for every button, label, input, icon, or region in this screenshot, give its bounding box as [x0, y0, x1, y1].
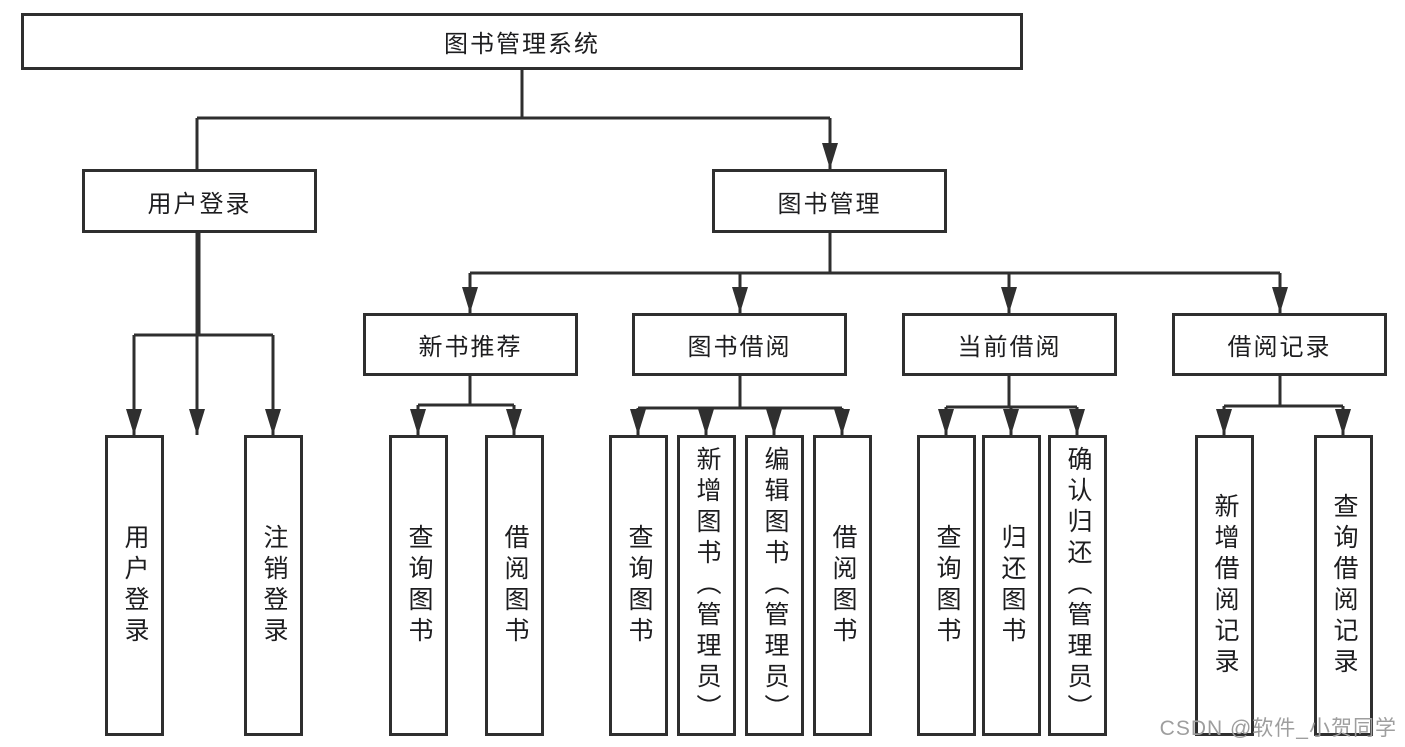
leaf-add-books-admin-label: 新增图书（管理员）: [693, 446, 721, 725]
leaf-logout: 注销登录: [244, 435, 303, 736]
node-user-login: 用户登录: [82, 169, 317, 233]
connector-new-book-recommend: [410, 376, 522, 435]
leaf-borrow-query-books: 查询图书: [609, 435, 668, 736]
node-user-login-label: 用户登录: [147, 190, 252, 218]
node-current-borrow: 当前借阅: [902, 313, 1117, 376]
connector-root: [189, 70, 838, 435]
node-borrow-records-label: 借阅记录: [1227, 334, 1332, 361]
leaf-query-borrow-record: 查询借阅记录: [1314, 435, 1373, 736]
leaf-current-query-books-label: 查询图书: [933, 523, 961, 648]
node-new-book-recommend-label: 新书推荐: [418, 334, 523, 361]
node-book-management: 图书管理: [712, 169, 947, 233]
leaf-borrow-books: 借阅图书: [813, 435, 872, 736]
node-book-borrow-label: 图书借阅: [687, 334, 792, 361]
node-book-borrow: 图书借阅: [632, 313, 847, 376]
leaf-confirm-return-admin-label: 确认归还（管理员）: [1064, 446, 1092, 725]
leaf-edit-books-admin: 编辑图书（管理员）: [745, 435, 804, 736]
node-root-system: 图书管理系统: [21, 13, 1023, 70]
leaf-add-borrow-record-label: 新增借阅记录: [1211, 492, 1239, 679]
leaf-add-books-admin: 新增图书（管理员）: [677, 435, 736, 736]
leaf-edit-books-admin-label: 编辑图书（管理员）: [761, 446, 789, 725]
leaf-return-books-label: 归还图书: [998, 523, 1026, 648]
node-book-management-label: 图书管理: [777, 190, 882, 218]
node-current-borrow-label: 当前借阅: [957, 334, 1062, 361]
leaf-confirm-return-admin: 确认归还（管理员）: [1048, 435, 1107, 736]
connector-user-login: [126, 233, 281, 435]
leaf-query-borrow-record-label: 查询借阅记录: [1330, 492, 1358, 679]
leaf-current-query-books: 查询图书: [917, 435, 976, 736]
csdn-watermark: CSDN @软件_小贺同学: [1159, 717, 1397, 740]
leaf-borrow-books-label: 借阅图书: [829, 523, 857, 648]
connector-book-borrow: [630, 376, 850, 435]
connector-book-management: [462, 233, 1288, 313]
leaf-recommend-query-books: 查询图书: [389, 435, 448, 736]
leaf-logout-label: 注销登录: [260, 523, 288, 648]
leaf-add-borrow-record: 新增借阅记录: [1195, 435, 1254, 736]
connector-current-borrow: [938, 376, 1085, 435]
leaf-recommend-borrow-books: 借阅图书: [485, 435, 544, 736]
leaf-user-login-label: 用户登录: [121, 523, 149, 648]
node-root-system-label: 图书管理系统: [444, 31, 600, 58]
leaf-recommend-query-books-label: 查询图书: [405, 523, 433, 648]
leaf-return-books: 归还图书: [982, 435, 1041, 736]
connector-borrow-records: [1216, 376, 1351, 435]
leaf-borrow-query-books-label: 查询图书: [625, 523, 653, 648]
leaf-user-login: 用户登录: [105, 435, 164, 736]
node-new-book-recommend: 新书推荐: [363, 313, 578, 376]
node-borrow-records: 借阅记录: [1172, 313, 1387, 376]
leaf-recommend-borrow-books-label: 借阅图书: [501, 523, 529, 648]
